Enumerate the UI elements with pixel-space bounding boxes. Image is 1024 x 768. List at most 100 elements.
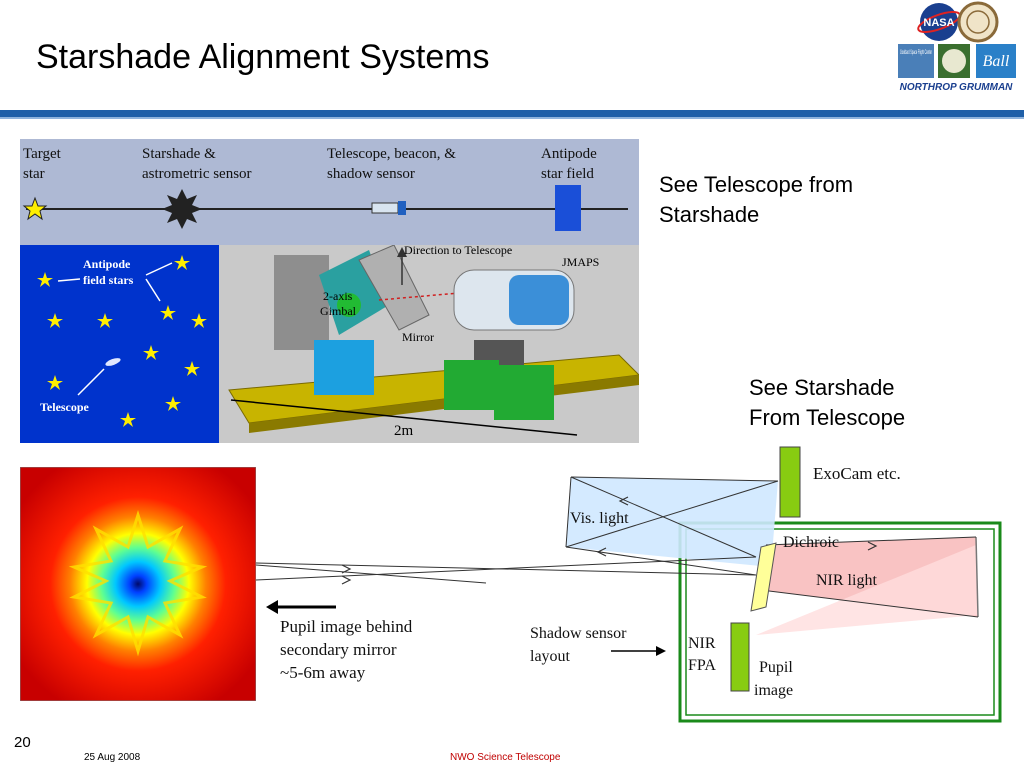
gimbal-axis-icon — [337, 293, 361, 317]
nir-fpa-label-1: NIR — [688, 635, 716, 652]
vis-mirror-edge — [565, 476, 572, 548]
label-telescope-2: shadow sensor — [327, 166, 415, 182]
shadow-sensor-layout: ExoCam etc. Vis. light Dichroic NIR ligh… — [256, 446, 1002, 723]
label-target-star-2: star — [23, 166, 45, 182]
label-starshade-2: astrometric sensor — [142, 166, 252, 182]
label-starshade-1: Starshade & — [142, 146, 216, 162]
layout-note-arrowhead — [656, 646, 666, 656]
ray-arrow-icon — [341, 575, 352, 585]
field-star-icon — [174, 255, 190, 270]
alignment-line-panel: Target star Starshade & astrometric sens… — [20, 139, 639, 245]
nir-ray — [760, 589, 979, 618]
field-star-icon — [165, 396, 181, 411]
antipode-star-field-icon — [555, 185, 581, 231]
field-star-icon — [47, 375, 63, 390]
seal-inner-ring — [966, 10, 990, 34]
caption-telescope-view: See Telescope from Starshade — [659, 170, 853, 230]
telescope-icon — [105, 358, 121, 366]
antipode-label-1: Antipode — [83, 257, 131, 271]
input-ray — [256, 564, 487, 584]
caption-starshade-line-1: See Starshade — [749, 375, 895, 400]
field-star-icon — [184, 361, 200, 376]
footer-date: 25 Aug 2008 — [84, 752, 141, 763]
dichroic-icon — [750, 542, 777, 612]
field-star-icon — [37, 272, 53, 287]
nasa-logo: NASA — [917, 3, 961, 41]
nir-mirror-line — [975, 536, 979, 618]
caption-starshade-view: See Starshade From Telescope — [749, 373, 905, 433]
ray-arrow-icon — [596, 547, 607, 557]
scale-label: 2m — [394, 423, 414, 439]
gimbal-model-panel: Direction to Telescope JMAPS 2-axis Gimb… — [219, 245, 639, 443]
direction-label: Direction to Telescope — [404, 245, 512, 257]
pupil-note-line-2: secondary mirror — [280, 640, 397, 659]
layout-note-line-2: layout — [530, 648, 571, 665]
pupil-note-line-3: ~5-6m away — [280, 663, 366, 682]
field-star-icon — [120, 412, 136, 427]
antipode-label-2: field stars — [83, 273, 134, 287]
vis-ray — [570, 476, 757, 558]
field-star-icon — [47, 313, 63, 328]
pupil-note-line-1: Pupil image behind — [280, 617, 413, 636]
nir-focus-wedge — [756, 545, 978, 635]
arrow-to-star — [57, 278, 81, 282]
vis-light-label: Vis. light — [570, 510, 629, 527]
nasa-logo-text: NASA — [923, 17, 954, 29]
mirror-label: Mirror — [402, 330, 434, 344]
pupil-intensity-map — [20, 467, 256, 701]
goddard-logo-text: Goddard Space Flight Center — [900, 50, 932, 56]
seal-badge-inner — [942, 49, 966, 73]
title-underline-light — [0, 117, 1024, 119]
goddard-logo — [898, 44, 934, 78]
ray-arrow-icon — [867, 541, 878, 551]
sponsor-logos: NASA Goddard Space Flight Center Ball NO… — [898, 1, 1016, 93]
mirror-icon — [358, 245, 430, 331]
arrow-to-star — [145, 278, 161, 302]
nir-fpa-sensor-icon — [730, 622, 750, 692]
university-seal-icon — [957, 1, 999, 43]
vis-ray — [565, 480, 779, 548]
field-star-icon — [191, 313, 207, 328]
beam-path — [378, 292, 460, 301]
field-star-icon — [160, 305, 176, 320]
arrow-to-star — [145, 262, 173, 276]
footer-title: NWO Science Telescope — [450, 752, 561, 763]
ball-logo — [976, 44, 1016, 78]
telescope-sensor-icon — [371, 201, 406, 215]
sensor-box-inner — [685, 528, 995, 716]
pupil-image-label-2: image — [754, 682, 793, 699]
gimbal-label-1: 2-axis — [323, 289, 353, 303]
jmaps-body — [509, 275, 569, 325]
field-star-icon — [143, 345, 159, 360]
exocam-sensor-icon — [779, 446, 801, 518]
northrop-logo-text: NORTHROP GRUMMAN — [900, 82, 1014, 93]
vis-ray — [570, 476, 779, 482]
direction-arrowhead — [397, 247, 407, 257]
blue-electronics-box — [314, 340, 374, 395]
layout-note-line-1: Shadow sensor — [530, 625, 627, 642]
alignment-panel-bg — [20, 139, 639, 245]
label-telescope-1: Telescope, beacon, & — [327, 146, 456, 162]
nir-light-label: NIR light — [816, 572, 877, 589]
target-star-icon — [22, 196, 48, 221]
scale-bar — [230, 399, 578, 436]
dichroic-label: Dichroic — [783, 534, 839, 551]
telescope-label: Telescope — [40, 400, 90, 414]
vis-light-region — [566, 477, 778, 567]
gimbal-label-2: Gimbal — [320, 304, 357, 318]
gimbal-support — [274, 255, 329, 350]
pupil-petal-ring — [68, 509, 208, 657]
ball-logo-text: Ball — [983, 53, 1010, 70]
caption-telescope-line-2: Starshade — [659, 202, 760, 227]
exocam-label: ExoCam etc. — [813, 464, 901, 483]
pupil-image-label-1: Pupil — [759, 659, 793, 676]
field-star-icon — [97, 313, 113, 328]
sensor-box-outer — [678, 521, 1002, 723]
green-electronics-box-1 — [444, 360, 499, 410]
star-field-bg — [20, 245, 219, 443]
caption-telescope-line-1: See Telescope from — [659, 172, 854, 197]
slide-title: Starshade Alignment Systems — [36, 38, 490, 76]
caption-starshade-line-2: From Telescope — [749, 405, 906, 430]
label-target-star-1: Target — [23, 146, 62, 162]
starshade-icon — [162, 189, 202, 229]
